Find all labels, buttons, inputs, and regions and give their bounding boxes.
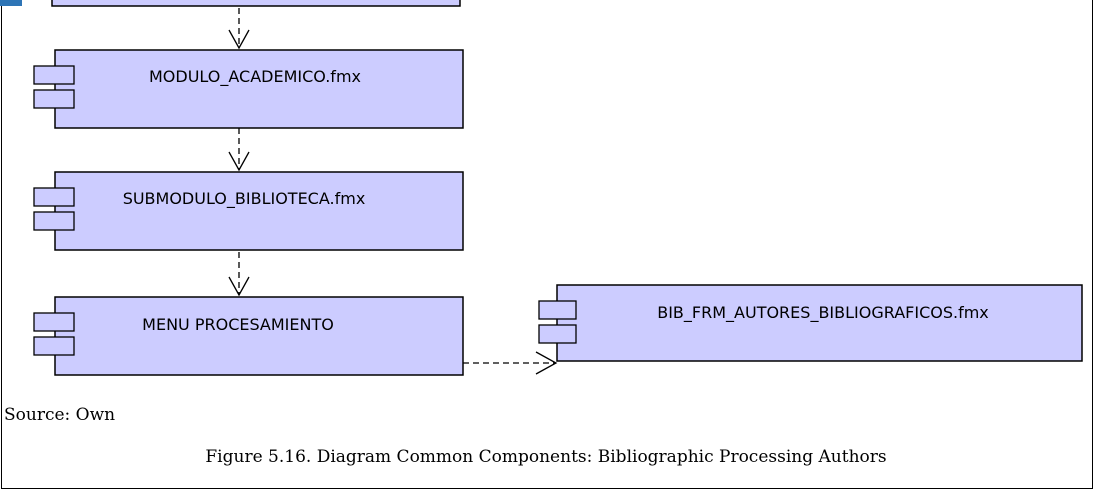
component-label: MODULO_ACADEMICO.fmx bbox=[149, 67, 361, 87]
component-submodulo-biblioteca: SUBMODULO_BIBLIOTECA.fmx bbox=[33, 171, 464, 251]
component-modulo-academico: MODULO_ACADEMICO.fmx bbox=[33, 49, 464, 129]
component-top-partial bbox=[51, 0, 461, 7]
figure-caption: Figure 5.16. Diagram Common Components: … bbox=[205, 447, 887, 467]
dependency-arrow bbox=[228, 252, 250, 297]
component-menu-procesamiento: MENU PROCESAMIENTO bbox=[33, 296, 464, 376]
source-note: Source: Own bbox=[4, 405, 116, 425]
component-diagram: MODULO_ACADEMICO.fmx SUBMODULO_BIBLIOTEC… bbox=[33, 0, 1083, 376]
component-label: MENU PROCESAMIENTO bbox=[142, 315, 334, 334]
dependency-arrow bbox=[228, 8, 250, 50]
dependency-arrow bbox=[228, 128, 250, 172]
component-label: BIB_FRM_AUTORES_BIBLIOGRAFICOS.fmx bbox=[657, 303, 989, 323]
header-accent-mark bbox=[0, 0, 22, 6]
dependency-arrow-horizontal bbox=[463, 351, 558, 375]
component-label: SUBMODULO_BIBLIOTECA.fmx bbox=[123, 189, 366, 209]
component-bib-frm-autores: BIB_FRM_AUTORES_BIBLIOGRAFICOS.fmx bbox=[538, 284, 1083, 362]
